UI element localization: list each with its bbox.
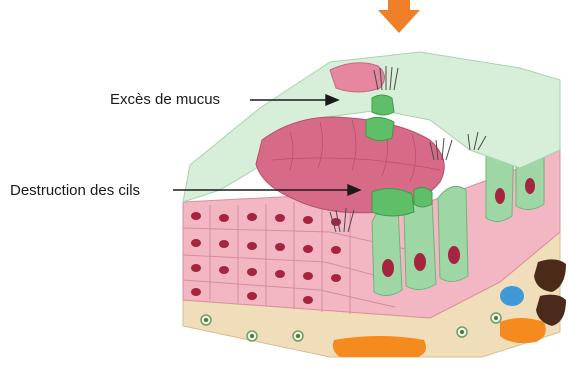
orange-pointer-arrow — [378, 0, 420, 33]
cilia-destruction-label: Destruction des cils — [10, 182, 140, 200]
orange-cell-bottom — [333, 336, 426, 357]
orange-cell-right — [500, 318, 546, 343]
blue-cell — [500, 286, 524, 306]
mucus-excess-label: Excès de mucus — [110, 91, 220, 109]
pink-patch-back — [330, 63, 385, 92]
